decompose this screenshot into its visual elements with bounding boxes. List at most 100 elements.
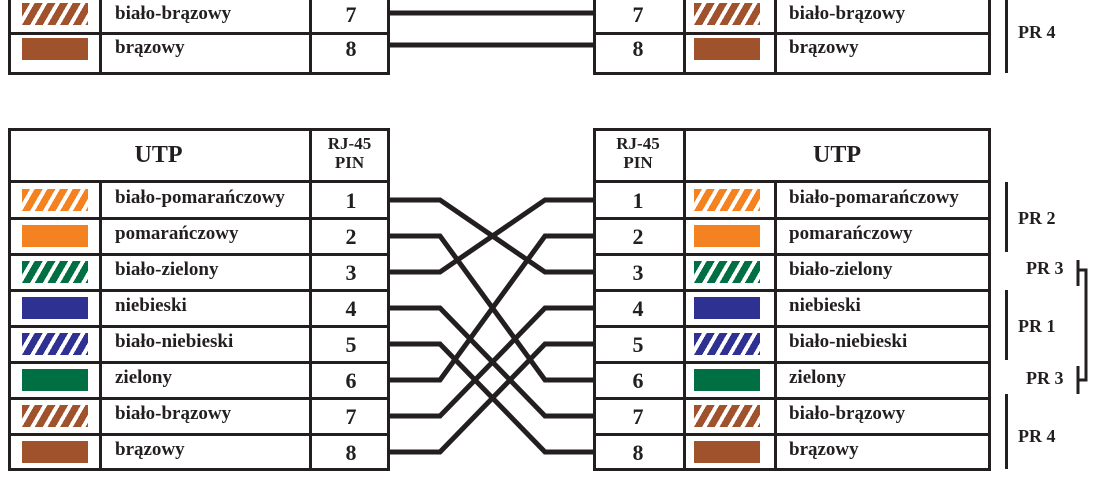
- row-divider: [8, 289, 390, 292]
- pr4-label: PR 4: [1018, 426, 1056, 446]
- right-label-2: pomarańczowy: [789, 223, 913, 244]
- left-pin-8: 8: [345, 440, 357, 465]
- pr2-bracket: [1005, 182, 1008, 252]
- left-rj45-label: RJ-45: [327, 134, 372, 153]
- row-divider: [593, 397, 991, 400]
- right-table: RJ-45 PIN UTP biało-pomarańczowy 1 pomarań…: [593, 128, 991, 471]
- top-left-pin-8: 8: [345, 36, 357, 61]
- right-label-6: zielony: [789, 367, 846, 388]
- row-divider: [8, 217, 390, 220]
- pr2-label: PR 2: [1018, 208, 1056, 228]
- top-left-label-7: biało-brązowy: [115, 3, 232, 24]
- right-label-5: biało-niebieski: [789, 331, 908, 352]
- right-label-1: biało-pomarańczowy: [789, 187, 959, 208]
- top-right-table: 7 biało-brązowy 8 brązowy: [593, 0, 991, 75]
- right-rj45-header: RJ-45 PIN: [593, 134, 683, 172]
- top-right-label-8: brązowy: [789, 37, 859, 58]
- left-label-3: biało-zielony: [115, 259, 219, 280]
- wire-7-to-4: [390, 305, 593, 419]
- right-pin-1: 1: [632, 188, 644, 213]
- right-label-3: biało-zielony: [789, 259, 893, 280]
- row-divider: [593, 325, 991, 328]
- left-swatch-8: [22, 441, 88, 463]
- row-divider: [593, 253, 991, 256]
- row-divider: [8, 253, 390, 256]
- top-left-swatch-7: [22, 3, 88, 25]
- left-label-8: brązowy: [115, 439, 185, 460]
- row-divider: [8, 325, 390, 328]
- left-pin-1: 1: [345, 188, 357, 213]
- right-rj45-label: RJ-45: [616, 134, 660, 153]
- right-swatch-1: [694, 189, 760, 211]
- left-label-2: pomarańczowy: [115, 223, 239, 244]
- left-label-6: zielony: [115, 367, 172, 388]
- right-swatch-2: [694, 225, 760, 247]
- top-left-swatch-8: [22, 38, 88, 60]
- row-divider: [593, 217, 991, 220]
- pr4-bracket: [1005, 394, 1008, 469]
- pr3a-label: PR 3: [1026, 258, 1064, 278]
- pr1-label: PR 1: [1018, 316, 1056, 336]
- left-pin-3: 3: [345, 260, 357, 285]
- right-swatch-8: [694, 441, 760, 463]
- right-pin-5: 5: [632, 332, 644, 357]
- top-pair-label: PR 4: [1018, 22, 1056, 42]
- left-label-5: biało-niebieski: [115, 331, 234, 352]
- right-swatch-7: [694, 405, 760, 427]
- left-pin-label: PIN: [334, 153, 365, 172]
- left-swatch-7: [22, 405, 88, 427]
- right-label-8: brązowy: [789, 439, 859, 460]
- right-swatch-3: [694, 261, 760, 283]
- left-swatch-6: [22, 369, 88, 391]
- right-pin-3: 3: [632, 260, 644, 285]
- wire-6-to-2: [390, 233, 593, 383]
- pr3b-label: PR 3: [1026, 368, 1064, 388]
- left-swatch-2: [22, 225, 88, 247]
- left-swatch-1: [22, 189, 88, 211]
- top-right-swatch-8: [694, 38, 760, 60]
- right-pin-label: PIN: [623, 153, 653, 172]
- top-right-label-7: biało-brązowy: [789, 3, 906, 24]
- row-divider: [8, 361, 390, 364]
- left-table: UTP RJ-45 PIN biało-pomarańczowy 1 pomarań…: [8, 128, 390, 471]
- row-divider: [8, 397, 390, 400]
- top-right-pin-8: 8: [632, 36, 644, 61]
- right-pin-2: 2: [632, 224, 644, 249]
- right-label-7: biało-brązowy: [789, 403, 906, 424]
- left-label-1: biało-pomarańczowy: [115, 187, 285, 208]
- wire-3-to-1: [390, 197, 593, 275]
- left-swatch-4: [22, 297, 88, 319]
- left-swatch-3: [22, 261, 88, 283]
- row-divider: [593, 289, 991, 292]
- right-pin-6: 6: [632, 368, 644, 393]
- wire-8-to-5: [390, 341, 593, 455]
- pr1-bracket: [1005, 290, 1008, 360]
- left-label-7: biało-brązowy: [115, 403, 232, 424]
- left-pin-4: 4: [345, 296, 357, 321]
- right-swatch-5: [694, 333, 760, 355]
- right-pin-4: 4: [632, 296, 644, 321]
- left-pin-5: 5: [345, 332, 357, 357]
- right-label-4: niebieski: [789, 295, 861, 316]
- right-utp-header: UTP: [813, 142, 861, 168]
- top-pair-bracket: [1005, 0, 1008, 73]
- left-rj45-header: RJ-45 PIN: [309, 134, 390, 172]
- left-pin-7: 7: [345, 404, 357, 429]
- top-left-table: biało-brązowy 7 brązowy 8: [8, 0, 390, 75]
- row-divider: [593, 433, 991, 436]
- left-swatch-5: [22, 333, 88, 355]
- top-left-label-8: brązowy: [115, 37, 185, 58]
- right-pin-8: 8: [632, 440, 644, 465]
- row-divider: [8, 433, 390, 436]
- right-pin-7: 7: [632, 404, 644, 429]
- left-pin-6: 6: [345, 368, 357, 393]
- left-pin-2: 2: [345, 224, 357, 249]
- top-left-pin-7: 7: [345, 2, 357, 27]
- row-divider: [593, 361, 991, 364]
- left-utp-header: UTP: [134, 142, 183, 168]
- right-swatch-6: [694, 369, 760, 391]
- right-swatch-4: [694, 297, 760, 319]
- top-right-swatch-7: [694, 3, 760, 25]
